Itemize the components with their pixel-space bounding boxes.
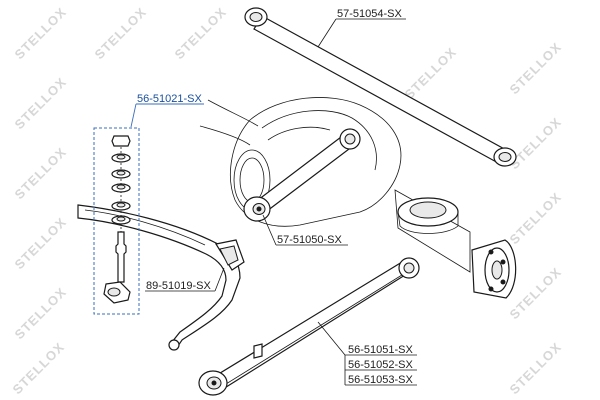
part-label-lower-arm-1[interactable]: 56-51051-SX bbox=[348, 344, 413, 356]
part-label-stabilizer-link-kit[interactable]: 56-51021-SX bbox=[137, 93, 202, 105]
part-label-lower-arm-3[interactable]: 56-51053-SX bbox=[348, 374, 413, 386]
stabilizer-link-kit[interactable] bbox=[93, 127, 140, 315]
part-labels: 57-51054-SX 56-51021-SX 89-51019-SX 57-5… bbox=[137, 8, 413, 386]
watermark-text: STELLOX bbox=[12, 214, 70, 272]
part-label-upper-short-arm[interactable]: 57-51050-SX bbox=[277, 234, 342, 246]
watermark-text: STELLOX bbox=[402, 44, 460, 102]
watermark-text: STELLOX bbox=[507, 189, 565, 247]
watermark-text: STELLOX bbox=[12, 74, 70, 132]
stabilizer-bushing[interactable] bbox=[215, 239, 245, 271]
watermark-text: STELLOX bbox=[172, 4, 230, 62]
watermark-text: STELLOX bbox=[507, 114, 565, 172]
watermark-text: STELLOX bbox=[92, 4, 150, 62]
watermark-text: STELLOX bbox=[507, 339, 565, 397]
leader-lines bbox=[130, 18, 417, 386]
watermark-text: STELLOX bbox=[507, 39, 565, 97]
part-label-stabilizer-bushing[interactable]: 89-51019-SX bbox=[146, 280, 211, 292]
kit-dashed-frame bbox=[93, 127, 140, 315]
watermark-text: STELLOX bbox=[12, 144, 70, 202]
watermark-text: STELLOX bbox=[12, 4, 70, 62]
upper-rear-arm[interactable] bbox=[244, 7, 517, 167]
watermark-right-column: STELLOX STELLOX STELLOX STELLOX STELLOX bbox=[507, 39, 565, 397]
watermark-text: STELLOX bbox=[10, 339, 68, 397]
watermark-text: STELLOX bbox=[12, 284, 70, 342]
lower-arm[interactable] bbox=[198, 257, 420, 396]
upper-short-arm[interactable] bbox=[243, 128, 361, 222]
axle-housing bbox=[199, 97, 517, 299]
part-label-upper-rear-arm[interactable]: 57-51054-SX bbox=[337, 8, 402, 20]
stabilizer-bar[interactable] bbox=[77, 204, 241, 351]
watermark-left-column: STELLOX STELLOX STELLOX STELLOX STELLOX … bbox=[10, 4, 70, 397]
part-label-lower-arm-2[interactable]: 56-51052-SX bbox=[348, 359, 413, 371]
